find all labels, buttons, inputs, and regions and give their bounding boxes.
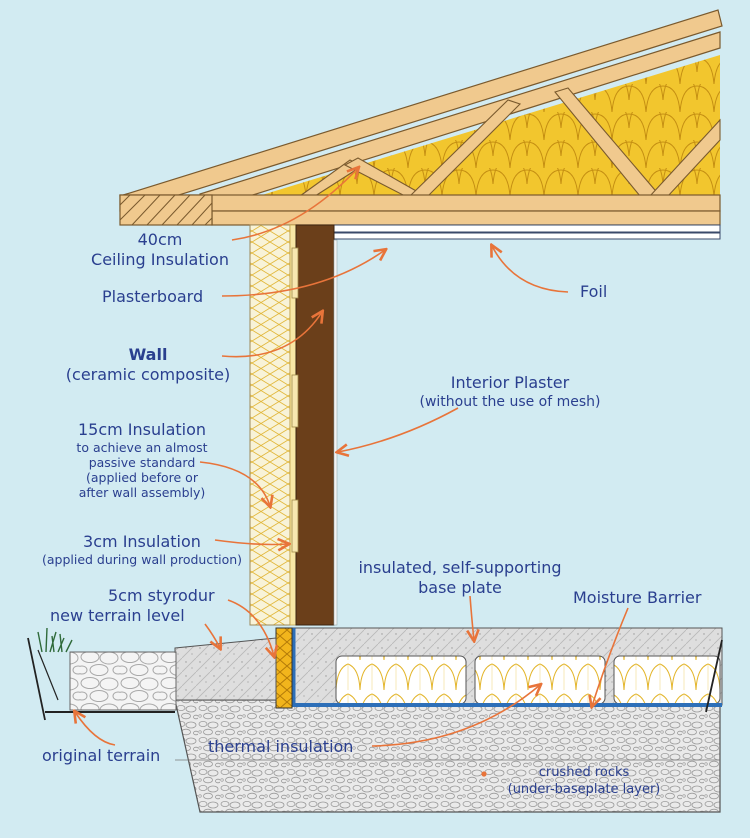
label-crushed-rocks-note: (under-baseplate layer) [507,782,661,797]
label-3cm-insulation: 3cm Insulation (applied during wall prod… [22,532,262,567]
arrow-15cm-insulation [199,461,270,506]
label-3cm-insulation-title: 3cm Insulation [83,532,201,551]
arrow-foil [492,246,569,293]
label-15cm-insulation-note-4: after wall assembly) [78,485,206,500]
label-foil: Foil [580,282,608,301]
arrow-3cm-insulation [214,540,288,545]
label-base-plate: insulated, self-supporting base plate [345,558,575,598]
label-interior-plaster-title: Interior Plaster [450,373,570,392]
label-interior-plaster-note: (without the use of mesh) [419,394,601,410]
wall-section [249,224,338,626]
arrow-styrodur [227,599,274,656]
foundation [27,627,723,813]
label-interior-plaster: Interior Plaster (without the use of mes… [390,373,630,411]
label-plasterboard: Plasterboard [102,287,204,306]
arrow-ceiling-insulation [231,168,358,241]
arrow-base-plate [470,595,474,640]
label-wall-material: (ceramic composite) [65,365,231,384]
styrodur-strip [275,627,293,709]
roof-structure [119,9,723,240]
arrow-moisture-barrier [592,607,629,706]
label-ceiling-insulation-size: 40cm [137,230,183,249]
arrow-new-terrain [204,623,220,648]
arrow-wall [221,312,322,358]
ceramic-wall-core [295,224,335,626]
grass-icon [37,627,73,653]
label-thermal-insulation: thermal insulation [208,737,354,756]
label-new-terrain: new terrain level [50,606,185,625]
label-15cm-insulation-note-2: passive standard [88,455,196,470]
interior-plaster-layer [333,239,338,626]
label-base-plate-line-1: insulated, self-supporting [358,558,562,577]
label-wall: Wall (ceramic composite) [48,345,248,385]
label-3cm-insulation-note: (applied during wall production) [41,552,243,567]
base-plate-insulation-pods [335,655,721,705]
leader-arrows [75,168,629,747]
label-original-terrain: original terrain [42,746,161,765]
label-styrodur: 5cm styrodur [108,586,215,605]
arrow-thermal-insulation [371,685,540,747]
label-ceiling-insulation-name: Ceiling Insulation [91,250,229,269]
crushed-rocks-dot [481,771,487,777]
label-wall-title: Wall [128,345,168,364]
terrain-fill-stones [69,651,177,711]
arrow-interior-plaster [338,407,459,452]
label-moisture-barrier: Moisture Barrier [573,588,702,607]
label-crushed-rocks-title: crushed rocks [538,765,630,780]
label-crushed-rocks: crushed rocks (under-baseplate layer) [484,764,684,798]
arrow-original-terrain [75,712,116,746]
label-15cm-insulation-note-3: (applied before or [86,470,198,485]
arrow-plasterboard [221,250,385,297]
label-base-plate-line-2: base plate [418,578,502,597]
label-15cm-insulation-title: 15cm Insulation [77,420,207,439]
label-15cm-insulation: 15cm Insulation to achieve an almost pas… [42,420,242,500]
label-15cm-insulation-note-1: to achieve an almost [76,440,208,455]
label-ceiling-insulation: 40cm Ceiling Insulation [70,230,250,270]
